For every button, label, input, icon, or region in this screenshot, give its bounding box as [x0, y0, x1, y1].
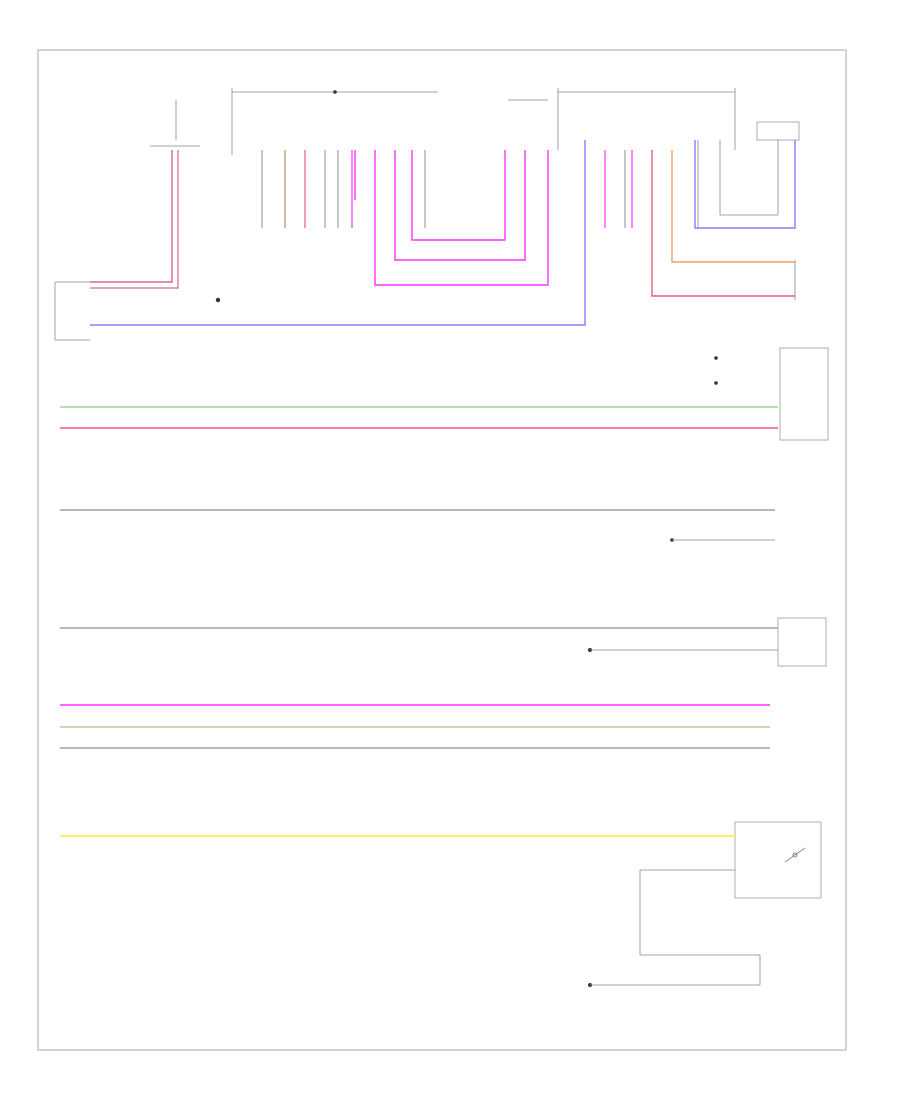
wire-red-right	[651, 150, 795, 297]
switch-box	[734, 821, 822, 899]
wire-pink-top-left-2	[90, 150, 179, 289]
wire-orange-right	[671, 150, 795, 263]
wires-layer	[60, 140, 796, 837]
connector-stubs	[261, 150, 633, 228]
switch-contact-icon	[792, 852, 798, 858]
wire-blue-top	[90, 140, 586, 326]
splice-dot-6	[714, 381, 718, 385]
diagram-frame	[37, 49, 847, 1051]
wire-magenta-loop	[354, 150, 549, 286]
module-box-top-right	[756, 121, 800, 141]
wire-blue-right	[694, 140, 796, 229]
wire-pink-top-left	[90, 150, 173, 283]
module-box-right-2	[777, 617, 827, 667]
splice-dot-7	[333, 90, 337, 94]
switch-blade	[784, 847, 806, 863]
splice-dot-1	[215, 297, 221, 303]
splice-dot-5	[714, 356, 718, 360]
module-box-right-1	[779, 347, 829, 441]
